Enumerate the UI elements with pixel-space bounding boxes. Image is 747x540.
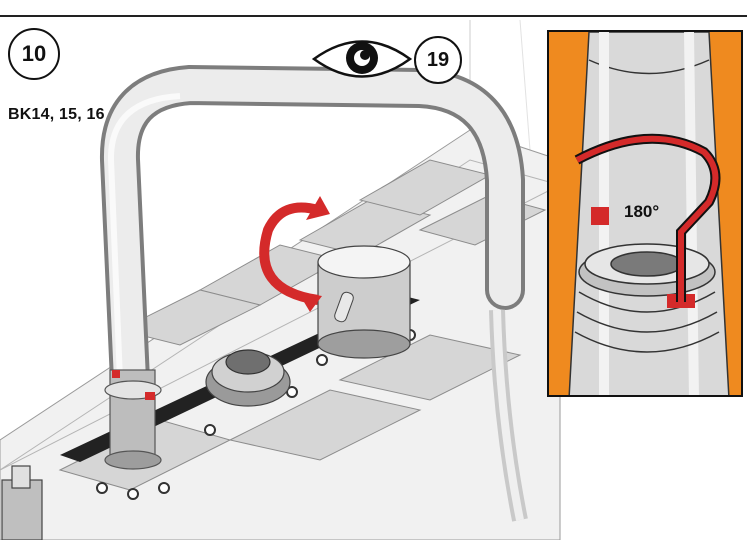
- pipe-detail-illustration: [568, 32, 730, 395]
- header-rule: [0, 15, 747, 17]
- eye-icon: [311, 40, 413, 78]
- reference-step-badge: 19: [414, 36, 462, 84]
- rotation-angle-label: 180°: [624, 202, 660, 221]
- detail-inset: 180°: [547, 30, 743, 397]
- model-list-label: BK14, 15, 16: [8, 106, 105, 123]
- step-number-badge: 10: [8, 28, 60, 80]
